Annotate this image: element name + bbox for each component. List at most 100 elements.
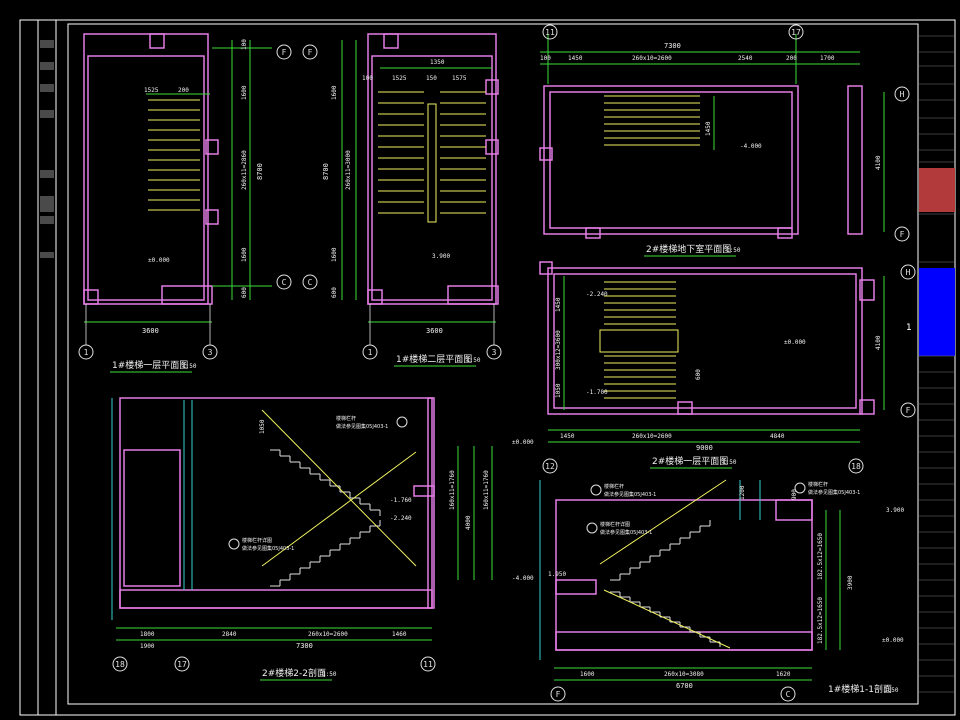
drawing-scale: 1:50 bbox=[182, 363, 197, 370]
dim-d2: 260x10=2600 bbox=[632, 55, 672, 62]
axis-label-c: C bbox=[786, 690, 791, 699]
note-6: 做法参见图集05J403-1 bbox=[808, 489, 860, 496]
drawing-scale: 1:50 bbox=[722, 459, 737, 466]
dim-v4: 4100 bbox=[875, 335, 882, 350]
dim-v2: 4100 bbox=[875, 155, 882, 170]
level-mark: ±0.000 bbox=[148, 257, 170, 264]
dim-t3: 1575 bbox=[452, 75, 467, 82]
landing-rail bbox=[599, 329, 679, 353]
walls bbox=[83, 33, 219, 305]
note-5: 楼梯栏杆 bbox=[808, 481, 828, 488]
dim-b2: 2840 bbox=[222, 631, 237, 638]
drawing-title: 1#楼梯一层平面图 bbox=[112, 359, 188, 371]
drawing-scale: 1:50 bbox=[884, 687, 899, 694]
dim-v5: 600 bbox=[695, 369, 702, 380]
stair-treads bbox=[604, 95, 700, 146]
company-logo-block bbox=[919, 268, 955, 356]
dim-v3: 1600 bbox=[331, 247, 338, 262]
dim-top2: 200 bbox=[178, 87, 189, 94]
axis-label-17: 17 bbox=[791, 28, 801, 37]
level-3: -1.700 bbox=[586, 389, 608, 396]
dim-overall: 9000 bbox=[696, 444, 713, 452]
level-bot: ±0.000 bbox=[882, 637, 904, 644]
dim-b3: 1620 bbox=[776, 671, 791, 678]
axis-label-11: 11 bbox=[545, 28, 555, 37]
stair-treads bbox=[378, 91, 486, 214]
rail-line bbox=[599, 479, 727, 565]
dim-900: 900 bbox=[791, 489, 798, 500]
dim-total: 6700 bbox=[676, 682, 693, 690]
note-1: 楼梯栏杆 bbox=[604, 483, 624, 490]
axis-label-f: F bbox=[282, 48, 287, 57]
walls bbox=[539, 261, 875, 415]
dim-side: 100 bbox=[362, 75, 373, 82]
level-mid2: -2.240 bbox=[390, 515, 412, 522]
dim-b3: 260x10=2600 bbox=[308, 631, 348, 638]
rail-line-2 bbox=[261, 451, 417, 567]
axis-label-h: H bbox=[900, 90, 905, 99]
dim-v4: 600 bbox=[331, 287, 338, 298]
axis-label-c: C bbox=[282, 278, 287, 287]
level-top: ±0.000 bbox=[512, 439, 534, 446]
axis-label-18: 18 bbox=[851, 462, 861, 471]
dim-t1: 1525 bbox=[392, 75, 407, 82]
dimension-lines bbox=[84, 40, 272, 323]
drawing-scale: 1:50 bbox=[466, 357, 481, 364]
dim-left: 100 bbox=[540, 55, 551, 62]
axis-label-3: 3 bbox=[492, 348, 497, 357]
title-block: 1 bbox=[906, 24, 955, 704]
drawing-scale: 1:50 bbox=[726, 247, 741, 254]
axis-bubble-1 bbox=[78, 44, 292, 360]
axis-label-1: 1 bbox=[368, 348, 373, 357]
dim-t2: 150 bbox=[426, 75, 437, 82]
dim-d5: 1700 bbox=[820, 55, 835, 62]
dim-v1: 1450 bbox=[705, 121, 712, 136]
dim-d3: 4840 bbox=[770, 433, 785, 440]
dim-v2: 160x11=1760 bbox=[449, 470, 456, 510]
dim-total: 7300 bbox=[296, 642, 313, 650]
dimension-lines bbox=[341, 40, 496, 323]
level-mark: 3.900 bbox=[432, 253, 450, 260]
dim-v2: 8700 bbox=[256, 163, 264, 180]
level-mark: -4.000 bbox=[740, 143, 762, 150]
level-mid: -1.760 bbox=[390, 497, 412, 504]
drawing-title: 2#楼梯一层平面图 bbox=[652, 455, 728, 467]
dim-d3: 2540 bbox=[738, 55, 753, 62]
axis-label-f: F bbox=[556, 690, 561, 699]
note-1: 楼梯栏杆 bbox=[336, 415, 356, 422]
dim-width: 3600 bbox=[426, 327, 443, 335]
stair-flight bbox=[610, 520, 721, 647]
rail-line bbox=[261, 409, 417, 567]
dim-run: 260x11=2860 bbox=[241, 150, 248, 190]
dim-b1: 1800 bbox=[140, 631, 155, 638]
plan-stair1-floor1: 3600 1525 200 100 1600 8700 260x11=2860 … bbox=[78, 33, 292, 373]
dim-run: 260x11=3000 bbox=[345, 150, 352, 190]
dim-v2: 3900 bbox=[847, 575, 854, 590]
plan-stair2-floor1: 1450 260x10=2600 4840 9000 1450 300x12=3… bbox=[539, 261, 916, 474]
walls bbox=[367, 33, 499, 305]
axis-label-12: 12 bbox=[545, 462, 555, 471]
walls bbox=[539, 85, 863, 239]
side-mark: 1 bbox=[906, 323, 911, 333]
axis-label-f: F bbox=[906, 406, 911, 415]
axis-label-11: 11 bbox=[423, 660, 433, 669]
axis-label-f: F bbox=[308, 48, 313, 57]
dim-v3: 182.5x12=1650 bbox=[817, 597, 824, 644]
dim-d2: 260x10=2600 bbox=[632, 433, 672, 440]
stair-treads bbox=[604, 281, 676, 399]
section-1-1: 1600 260x10=3080 1620 6700 182.5x12=1650… bbox=[539, 479, 904, 702]
dim-v1: 1450 bbox=[555, 297, 562, 312]
dimension-lines bbox=[116, 446, 493, 641]
dim-v3: 160x11=1760 bbox=[483, 470, 490, 510]
dim-b1: 1600 bbox=[580, 671, 595, 678]
dim-v2: 8700 bbox=[322, 163, 330, 180]
stair-treads bbox=[148, 99, 200, 211]
axis-label-17: 17 bbox=[177, 660, 187, 669]
handrail bbox=[427, 103, 437, 223]
dim-b2: 260x10=3080 bbox=[664, 671, 704, 678]
axis-label-18: 18 bbox=[115, 660, 125, 669]
stair-flight bbox=[270, 449, 381, 587]
dim-d1: 1450 bbox=[560, 433, 575, 440]
axis-label-h: H bbox=[906, 268, 911, 277]
